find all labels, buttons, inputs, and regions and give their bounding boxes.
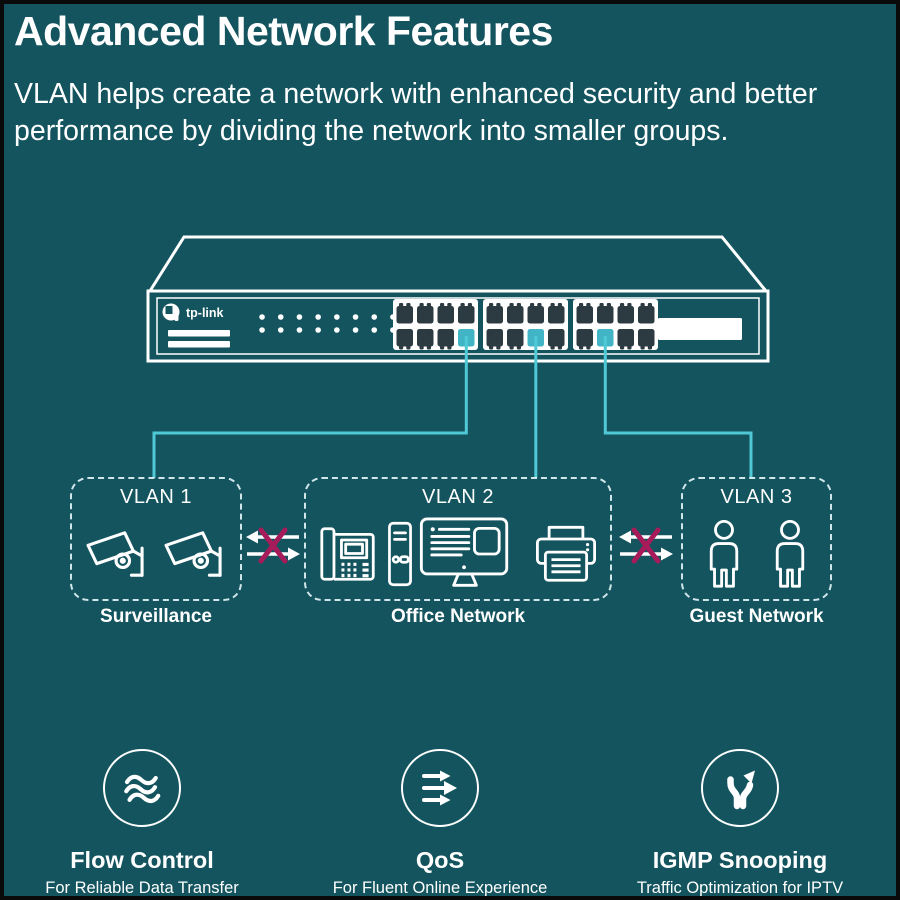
vlan2-label: VLAN 2 [422,486,494,508]
vlan1-devices [81,509,231,599]
vent-bar [168,341,230,348]
vlan2-group-box: VLAN 2 [304,477,612,601]
person-icon [709,519,738,588]
feature-subtitle: For Reliable Data Transfer [45,879,239,897]
blocked-traffic-icon [246,527,300,564]
uplink-line-vlan3 [603,336,753,478]
feature-subtitle: Traffic Optimization for IPTV [636,879,844,897]
feature-circle [701,749,779,827]
feature-qos: QoS For Fluent Online Experience [308,749,572,898]
cross-x [258,527,288,564]
vlan2-devices [319,509,597,599]
switch-top-face [147,235,770,293]
subtitle-line-2: performance by dividing the network into… [14,115,729,147]
ip-phone-icon [320,527,375,581]
tp-link-logo: tp-link [162,303,224,321]
monitor-icon [419,517,509,587]
network-switch-illustration: tp-link [146,235,770,478]
page-title: Advanced Network Features [14,8,553,54]
brand-text: tp-link [186,306,224,320]
vlan3-label: VLAN 3 [720,486,793,508]
feature-title: IGMP Snooping [652,847,828,873]
vlan2-caption: Office Network [390,606,526,627]
port-group-2 [483,299,568,350]
cross-x [631,527,661,564]
subtitle-line-1: VLAN helps create a network with enhance… [14,78,818,110]
person-icon [775,519,804,588]
feature-subtitle: For Fluent Online Experience [332,879,548,897]
vlan3-group-box: VLAN 3 [681,477,832,601]
page-subtitle: VLAN helps create a network with enhance… [14,76,894,150]
switch-front-panel-inner [156,297,760,355]
uplink-lines [152,336,753,478]
speed-arrows-icon [422,770,457,806]
switch-front-panel [146,289,770,363]
port-group-3 [573,299,658,350]
feature-igmp-snooping: IGMP Snooping Traffic Optimization for I… [608,749,872,898]
cctv-camera-icon [86,531,144,577]
desktop-tower-icon [388,521,412,587]
vlan1-label: VLAN 1 [120,486,192,508]
printer-icon [536,525,596,582]
cctv-camera-icon [164,531,222,577]
waves-icon [124,774,161,804]
feature-flow-control: Flow Control For Reliable Data Transfer [10,749,274,898]
feature-circle [103,749,181,827]
sfp-slot [658,318,742,340]
vlan1-caption: Surveillance [100,606,212,627]
vlan1-group-box: VLAN 1 [70,477,242,601]
feature-title: QoS [415,847,465,873]
vlan3-caption: Guest Network [689,606,824,627]
fork-path-icon [727,770,755,810]
feature-circle [401,749,479,827]
feature-title: Flow Control [70,847,214,873]
vlan3-devices [704,509,810,599]
blocked-traffic-icon [619,527,673,564]
uplink-line-vlan1 [152,336,468,478]
vent-bar [168,330,230,337]
